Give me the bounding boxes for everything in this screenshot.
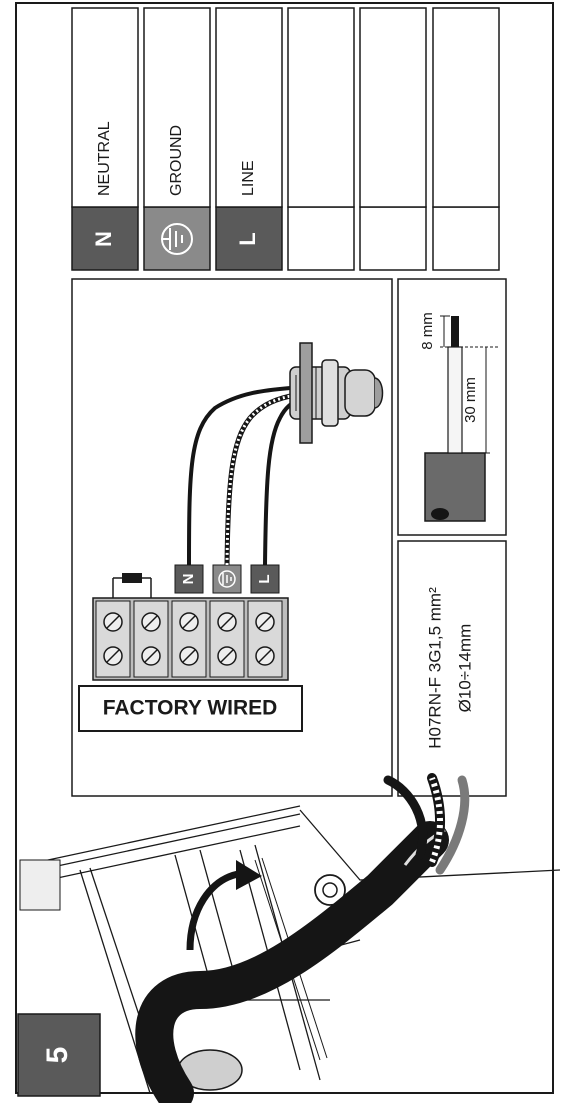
terminal-block bbox=[92, 597, 289, 681]
conductor-strip-length: 8 mm bbox=[419, 312, 436, 350]
table-row-line-symbol-cell bbox=[215, 206, 283, 271]
terminal-tag-neutral-symbol: N bbox=[180, 574, 197, 585]
table-row-empty-cell bbox=[432, 206, 500, 271]
neutral-conductor bbox=[187, 386, 291, 566]
wiring-table: N NEUTRAL GROUND L LINE bbox=[71, 7, 500, 271]
supply-cable bbox=[135, 821, 449, 1108]
cable-spec-panel: H07RN-F 3G1,5 mm² Ø10÷14mm bbox=[397, 540, 507, 797]
terminal-tag-ground bbox=[212, 564, 242, 594]
sheath-strip-length: 30 mm bbox=[462, 377, 479, 423]
installation-illustration bbox=[19, 773, 561, 1108]
factory-wired-label: FACTORY WIRED bbox=[103, 697, 278, 720]
table-row-line-label-cell bbox=[215, 7, 283, 208]
supply-line-wire bbox=[435, 775, 470, 875]
supply-neutral-wire bbox=[383, 775, 428, 860]
factory-wired-box bbox=[78, 685, 303, 732]
table-row-ground-label: GROUND bbox=[168, 125, 185, 196]
table-row-neutral-label-cell bbox=[71, 7, 139, 208]
table-row-ground-label-cell bbox=[143, 7, 211, 208]
cable-type: H07RN-F 3G1,5 mm² bbox=[425, 587, 444, 749]
strip-length-panel: 8 mm 30 mm bbox=[397, 278, 507, 536]
table-row-line-symbol: L bbox=[235, 232, 260, 245]
arrow-head-icon bbox=[236, 860, 262, 890]
terminal-tag-line-symbol: L bbox=[256, 574, 273, 583]
page-frame bbox=[15, 2, 554, 1094]
table-row-empty-cell bbox=[287, 206, 355, 271]
table-row-empty-cell bbox=[359, 206, 427, 271]
ground-icon bbox=[161, 223, 193, 255]
step-badge bbox=[17, 1013, 101, 1097]
table-row-empty-cell bbox=[359, 7, 427, 208]
bare-conductor bbox=[451, 316, 459, 347]
table-row-empty-cell bbox=[432, 7, 500, 208]
cable-spec-frame bbox=[397, 540, 507, 797]
factory-link-wire bbox=[112, 573, 152, 598]
step-number: 5 bbox=[41, 1047, 74, 1064]
cable-diameter: Ø10÷14mm bbox=[455, 624, 474, 713]
table-row-line-label: LINE bbox=[240, 160, 257, 196]
insulated-conductor bbox=[447, 346, 463, 454]
insert-arrow bbox=[186, 870, 239, 951]
ground-icon bbox=[218, 570, 236, 588]
terminal-diagram-panel: FACTORY WIRED bbox=[71, 278, 393, 797]
table-row-empty-cell bbox=[287, 7, 355, 208]
table-row-neutral-label: NEUTRAL bbox=[96, 121, 113, 196]
terminal-tag-line bbox=[250, 564, 280, 594]
cable-gland bbox=[289, 342, 384, 444]
table-row-neutral-symbol: N bbox=[91, 231, 116, 247]
